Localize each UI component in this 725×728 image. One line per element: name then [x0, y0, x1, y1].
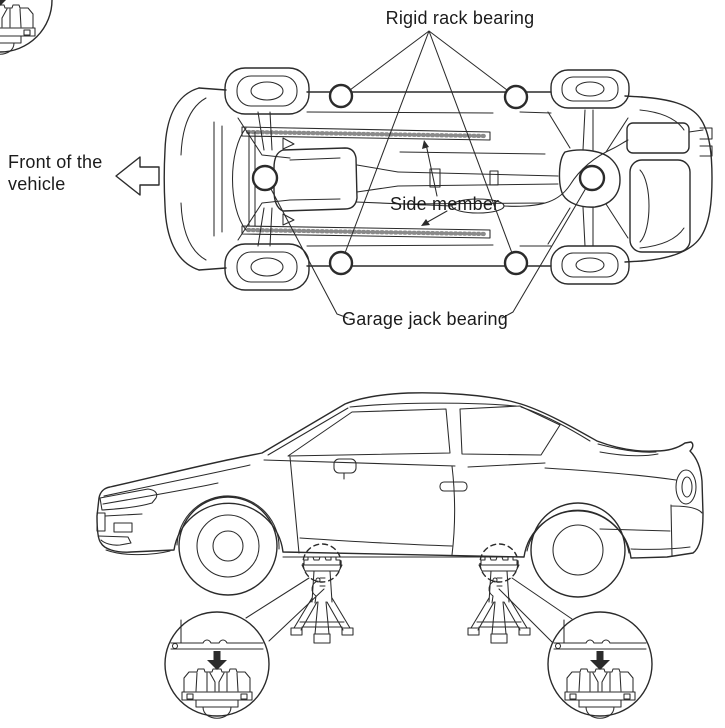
garage-jack-point: [578, 164, 606, 192]
inset-detail: [0, 0, 53, 55]
arrowhead-down: [421, 219, 430, 226]
front-jack-inset: [164, 611, 270, 719]
rigid-rack-label: Rigid rack bearing: [386, 8, 535, 28]
rear-jack-inset: [547, 611, 653, 719]
front-direction-arrow: [115, 156, 160, 196]
side-member-rails: [241, 126, 491, 239]
rigid-rack-point: [503, 84, 529, 110]
car-side-outline: [96, 392, 704, 598]
rigid-rack-point: [328, 250, 354, 276]
rear-jack-point-circle: [479, 543, 519, 583]
rear-inset-leader: [498, 577, 573, 643]
rigid-rack-point: [328, 83, 354, 109]
garage-jack-label: Garage jack bearing: [342, 309, 508, 329]
jack-stand: [467, 556, 531, 644]
rigid-rack-point: [503, 250, 529, 276]
front-label-line1: Front of the: [8, 152, 102, 172]
garage-jack-point: [251, 164, 279, 192]
front-jack-point-circle: [302, 543, 342, 583]
leader-lines: [270, 30, 587, 319]
front-label-line2: vehicle: [8, 174, 65, 194]
side-member-label: Side member: [390, 194, 499, 214]
side-view: [0, 0, 704, 719]
underbody-mechanicals: [232, 109, 704, 253]
jack-stand: [290, 556, 354, 644]
callout-points: [251, 83, 606, 276]
arrowhead-up: [422, 140, 429, 149]
underbody-view: Rigid rack bearing Front of the vehicle …: [8, 8, 713, 329]
underbody-wheels: [224, 67, 630, 291]
front-inset-leader: [245, 577, 325, 642]
